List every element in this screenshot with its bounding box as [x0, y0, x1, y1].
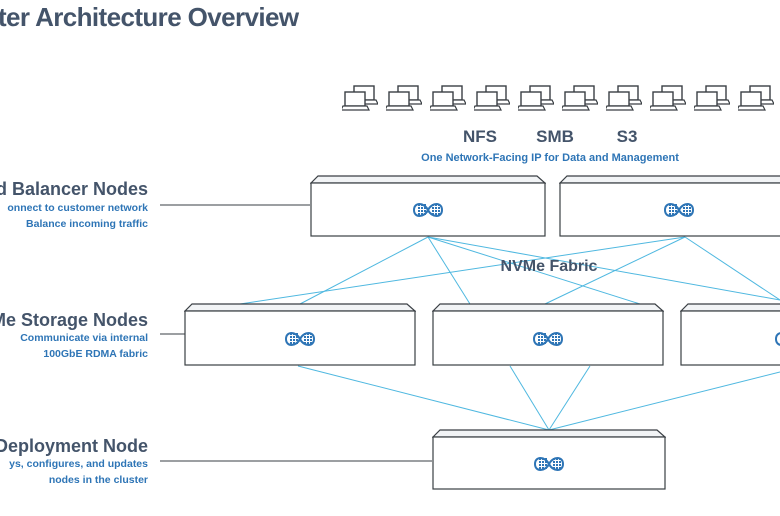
tier-line: Balance incoming traffic — [26, 218, 148, 230]
fabric-label: NVMe Fabric — [500, 258, 598, 275]
laptop-icon — [340, 84, 379, 116]
tier-line: ys, configures, and updates — [9, 458, 148, 470]
tier-description-load-balancer: onnect to customer network Balance incom… — [7, 200, 148, 232]
infinity-grid-logo-icon — [284, 328, 316, 350]
page-title: ter Architecture Overview — [0, 2, 299, 32]
laptop-icon — [648, 84, 687, 116]
laptop-icon — [516, 84, 555, 116]
fabric-link — [509, 365, 550, 431]
infinity-grid-logo-icon — [774, 328, 780, 350]
protocol-row: NFS SMB S3 — [0, 127, 780, 151]
load-balancer-node — [559, 175, 780, 237]
laptop-icon — [692, 84, 731, 116]
infinity-grid-logo-icon — [412, 199, 444, 221]
storage-node — [680, 303, 780, 366]
protocol-smb: SMB — [536, 127, 574, 146]
laptop-icon — [560, 84, 599, 116]
infinity-grid-logo-icon — [533, 453, 565, 475]
fabric-link — [239, 236, 686, 305]
fabric-link — [684, 236, 780, 301]
tier-description-deployment: ys, configures, and updates nodes in the… — [9, 456, 148, 488]
fabric-link — [544, 236, 686, 305]
fabric-link — [299, 236, 429, 305]
load-balancer-node — [310, 175, 546, 237]
fabric-link — [427, 236, 780, 301]
tier-heading-deployment: Deployment Node — [0, 436, 148, 456]
network-subtitle: One Network-Facing IP for Data and Manag… — [421, 152, 679, 164]
protocol-nfs: NFS — [463, 127, 497, 146]
tier-line: Communicate via internal — [20, 332, 148, 344]
laptop-icon — [604, 84, 643, 116]
laptop-icon — [384, 84, 423, 116]
infinity-grid-logo-icon — [663, 199, 695, 221]
tier-heading-storage: Me Storage Nodes — [0, 310, 148, 330]
laptop-icon — [472, 84, 511, 116]
tier-heading-load-balancer: ad Balancer Nodes — [0, 179, 148, 199]
storage-node — [184, 303, 416, 366]
fabric-link — [548, 365, 591, 431]
deployment-node — [432, 429, 666, 490]
fabric-link — [297, 365, 550, 431]
fabric-link — [548, 371, 780, 431]
laptop-icon — [428, 84, 467, 116]
tier-line: onnect to customer network — [7, 202, 148, 214]
protocol-s3: S3 — [616, 127, 638, 146]
storage-node — [432, 303, 664, 366]
fabric-link — [427, 236, 641, 305]
laptop-icon — [736, 84, 775, 116]
fabric-link — [427, 236, 471, 305]
tier-line: 100GbE RDMA fabric — [43, 348, 148, 360]
tier-line: nodes in the cluster — [48, 474, 148, 486]
tier-description-storage: Communicate via internal 100GbE RDMA fab… — [20, 330, 148, 362]
infinity-grid-logo-icon — [532, 328, 564, 350]
